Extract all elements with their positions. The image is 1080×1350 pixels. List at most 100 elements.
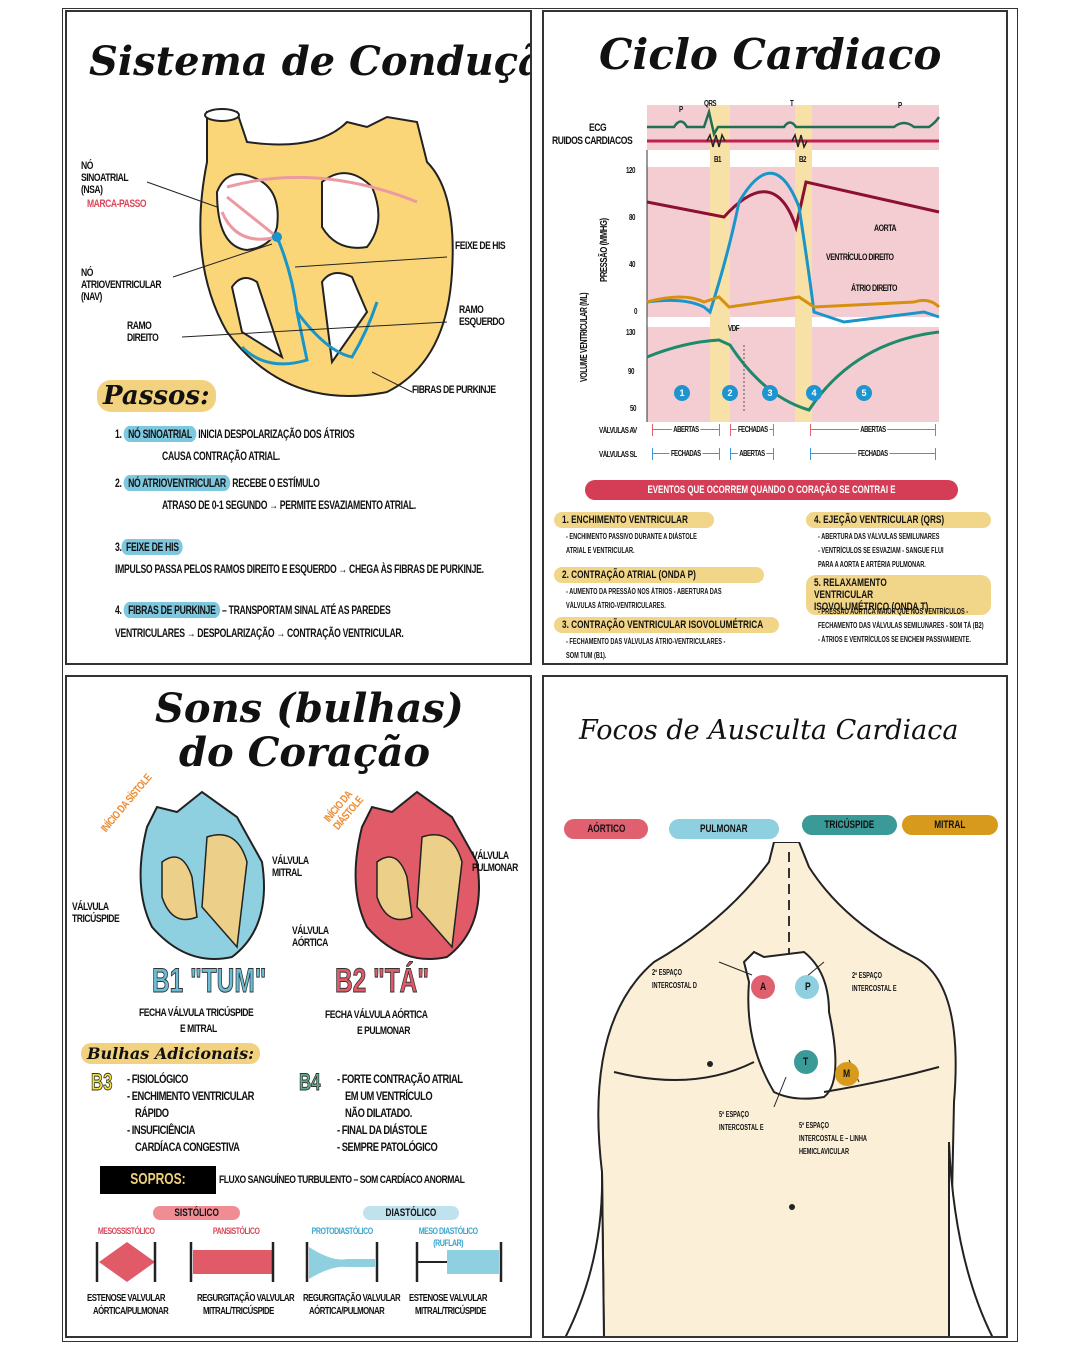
murmur-type-desc: Regurgitação valvular <box>303 1293 401 1304</box>
volume-tick: 50 <box>630 404 637 413</box>
poster-frame <box>62 8 1018 1342</box>
pressure-tick: 80 <box>629 213 636 222</box>
b3-item: - Insuficiência <box>127 1123 195 1137</box>
label-feixe-his: Feixe de His <box>455 240 506 252</box>
phase-marker-1: 1 <box>674 385 690 401</box>
step-3: 3.Feixe de His <box>115 539 183 555</box>
event-line: - aumento da pressão nos átrios - abertu… <box>566 587 722 596</box>
valve-segment: Fechadas <box>810 448 936 460</box>
event-line: - átrios e ventrículos se enchem passiva… <box>818 635 971 644</box>
events-banner: Eventos que ocorrem quando o coração se … <box>585 480 958 516</box>
pressure-tick: 120 <box>626 166 636 175</box>
wave-p: P <box>679 105 683 114</box>
heart-b2-illustration <box>354 790 480 960</box>
panel-focos: Focos de Ausculta Cardiaca Aórtico Pulmon… <box>542 675 1008 1338</box>
step-1: 1. Nó sinoatrial inicia despolarização d… <box>115 426 355 442</box>
panel-ciclo: Ciclo Cardiaco ECG Ruidos cardiacos P QR… <box>542 10 1008 665</box>
label-valvula-tricuspide: Válvula tricúspide <box>72 901 120 925</box>
b4-item: - Sempre patológico <box>337 1140 438 1154</box>
event-title: 4. Ejeção ventricular (QRS) <box>806 512 991 528</box>
note-pulmonar: 2º espaçointercostal E <box>852 971 897 993</box>
volume-tick: 90 <box>628 367 635 376</box>
panel-title-line2: do Coração <box>179 729 431 776</box>
b3-item: cardíaca congestiva <box>135 1140 240 1154</box>
murmur-type-desc: Estenose valvular <box>87 1293 165 1304</box>
murmur-type-name: Mesossistólico <box>97 1226 155 1236</box>
event-title: 5. Relaxamento ventricular isovolumétric… <box>806 575 991 615</box>
event-line: - abertura das válvulas semilunares <box>818 532 940 541</box>
murmur-type-desc: aórtica/pulmonar <box>309 1306 385 1317</box>
event-line: válvulas átrio-ventriculares. <box>566 601 666 610</box>
panel-title: Focos de Ausculta Cardiaca <box>579 715 959 746</box>
curve-label-atrium: Átrio direito <box>851 283 898 293</box>
murmur-type-desc: Regurgitação valvular <box>197 1293 295 1304</box>
event-line: - pressão aórtica maior que nos ventrícu… <box>818 607 969 616</box>
b4-item: não dilatado. <box>345 1106 412 1120</box>
bulhas-adicionais-heading: Bulhas Adicionais: <box>81 1043 260 1064</box>
sopros-label: Sopros: <box>100 1166 216 1194</box>
label-valvula-aortica: Válvula aórtica <box>292 925 329 949</box>
point-t: T <box>803 1056 808 1068</box>
volume-tick: 130 <box>626 328 636 337</box>
murmur-type-desc: mitral/tricúspide <box>415 1306 486 1317</box>
valve-segment: Abertas <box>652 424 720 436</box>
cardiac-cycle-graph <box>646 105 941 422</box>
label-ramo-esquerdo: Ramo esquerdo <box>459 304 505 328</box>
legend-1: Pulmonar <box>669 819 779 839</box>
vdf-label: VDF <box>728 324 740 333</box>
valve-segment: Abertas <box>730 448 774 460</box>
b1-title: B1 "TUM" <box>152 962 267 1001</box>
protodiastolic-shape <box>305 1242 379 1282</box>
step-3-sub: impulso passa pelos ramos direito e esqu… <box>115 562 484 576</box>
b4-item: em um ventrículo <box>345 1089 433 1103</box>
b3-label: B3 <box>91 1069 113 1097</box>
phase-marker-3: 3 <box>762 385 778 401</box>
panel-conducao: Sistema de Condução Nó sinoatrial (NSA) … <box>65 10 532 665</box>
note-tricuspide: 5º espaçointercostal E <box>719 1110 764 1132</box>
b3-item: rápido <box>135 1106 169 1120</box>
note-aortic: 2º espaçointercostal D <box>652 968 697 990</box>
step-2-sub: atraso de 0-1 segundo → permite esvaziam… <box>162 498 416 512</box>
step-1-sub: causa contração atrial. <box>162 449 280 463</box>
panel-title: Sistema de Condução <box>89 38 532 85</box>
sopros-desc: Fluxo sanguíneo turbulento – som cardíac… <box>219 1174 465 1186</box>
murmur-type-desc: Estenose valvular <box>409 1293 487 1304</box>
panel-sons: Sons (bulhas) do Coração Início da sísto… <box>65 675 532 1338</box>
point-a: A <box>760 981 766 993</box>
valve-row-label: Válvulas AV <box>599 426 637 435</box>
label-ramo-direito: Ramo direito <box>127 320 159 344</box>
pressure-tick: 40 <box>629 260 636 269</box>
ecg-label: ECG <box>589 122 607 134</box>
murmur-type-desc: mitral/tricúspide <box>203 1306 274 1317</box>
b1-marker: B1 <box>714 155 722 164</box>
curve-label-ventricle: Ventrículo direito <box>826 252 894 262</box>
pressure-axis-label: Pressão (mmHg) <box>599 218 610 282</box>
label-purkinje: Fibras de Purkinje <box>412 384 496 396</box>
valve-row-label: Válvulas SL <box>599 450 637 459</box>
step-2: 2. Nó atrioventricular recebe o estímulo <box>115 475 320 491</box>
passos-heading: Passos: <box>97 380 216 412</box>
label-valvula-pulmonar: Válvula pulmonar <box>472 850 518 874</box>
diastolico-heading: Diastólico <box>363 1206 459 1220</box>
event-line: som tum (B1). <box>566 651 607 660</box>
legend-0: Aórtico <box>564 819 648 839</box>
murmur-type-desc: aórtica/pulmonar <box>93 1306 169 1317</box>
step-4-sub: ventriculares → despolarização → contraç… <box>115 626 404 640</box>
panel-title: Ciclo Cardiaco <box>599 30 942 79</box>
event-line: - enchimento passivo durante a diástole <box>566 532 697 541</box>
b2-desc: Fecha válvula aórtica <box>325 1009 428 1021</box>
valve-segment: Fechadas <box>652 448 720 460</box>
wave-p2: P <box>898 101 902 110</box>
event-title: 1. Enchimento ventricular <box>554 512 714 528</box>
heart-sounds-label: Ruidos cardiacos <box>552 135 633 147</box>
valve-segment: Abertas <box>810 424 936 436</box>
label-pacemaker: Marca-passo <box>87 198 147 210</box>
b2-desc: e pulmonar <box>357 1025 411 1037</box>
b3-item: - Enchimento ventricular <box>127 1089 254 1103</box>
volume-axis-label: Volume ventricular (mL) <box>579 292 590 382</box>
wave-qrs: QRS <box>704 99 717 108</box>
murmur-type-name: Pansistólico <box>212 1226 260 1236</box>
murmur-type-name: Protodiastólico <box>311 1226 374 1236</box>
b2-title: B2 "TÁ" <box>335 962 430 1001</box>
curve-label-aorta: Aorta <box>874 223 897 233</box>
